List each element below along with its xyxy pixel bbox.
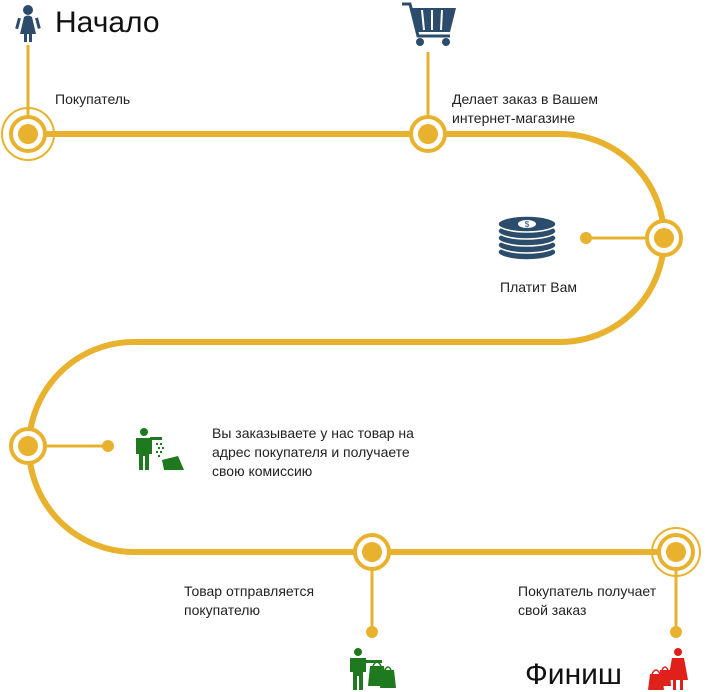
finish-label: Финиш: [525, 658, 622, 691]
node-3: [645, 219, 683, 257]
node-5: [353, 533, 391, 571]
process-path: [25, 131, 677, 555]
woman-icon: [15, 5, 41, 42]
step-2-text: Делает заказ в Вашем интернет-магазине: [452, 91, 599, 126]
step-6-text: Покупатель получает свой заказ: [518, 583, 657, 618]
worker-with-box-icon: [136, 428, 184, 470]
node-4: [9, 427, 47, 465]
node-1: [1, 107, 55, 161]
coin-stack-icon: $: [497, 215, 557, 261]
start-label: Начало: [55, 6, 160, 39]
node-2: [409, 115, 447, 153]
woman-with-bags-icon: [648, 648, 688, 690]
step-5-text: Товар отправляется покупателю: [184, 583, 315, 618]
step-4-text: Вы заказываете у нас товар на адрес поку…: [212, 425, 414, 479]
node-6: [651, 527, 701, 577]
connector-end-dots: [102, 232, 682, 638]
man-with-bags-icon: [350, 648, 396, 690]
step-3-text: Платит Вам: [500, 279, 577, 295]
shopping-cart-icon: [402, 2, 456, 46]
step-1-text: Покупатель: [55, 91, 131, 107]
svg-text:$: $: [525, 220, 530, 229]
